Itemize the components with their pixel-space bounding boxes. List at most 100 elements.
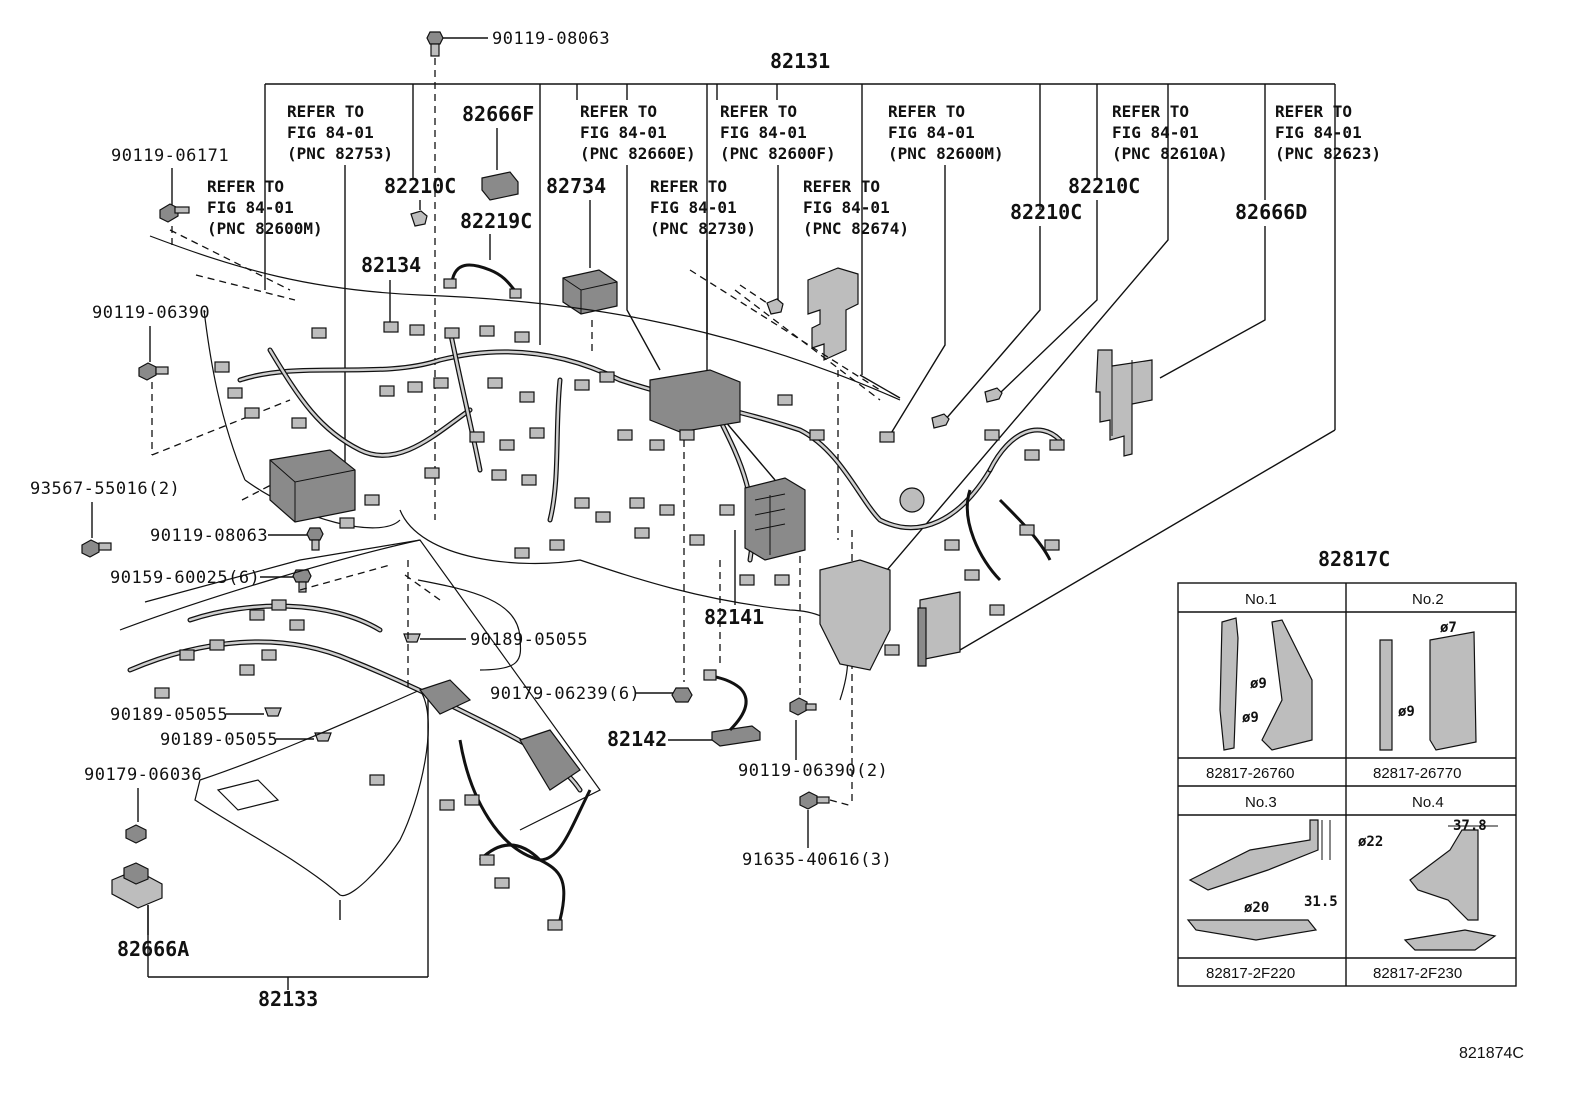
assembly-82131-bracket: 82131: [264, 49, 1336, 430]
part-82141: 82141: [704, 530, 764, 629]
svg-text:(PNC 82600M): (PNC 82600M): [888, 144, 1004, 163]
svg-text:REFER TO: REFER TO: [580, 102, 657, 121]
svg-text:ø22: ø22: [1358, 834, 1383, 850]
label-82133: 82133: [258, 987, 318, 1011]
label-82210C-right: 82210C: [1010, 200, 1082, 224]
main-harness: [237, 327, 1063, 582]
svg-text:(PNC 82610A): (PNC 82610A): [1112, 144, 1228, 163]
svg-text:31.5: 31.5: [1304, 894, 1338, 910]
svg-text:93567-55016(2): 93567-55016(2): [30, 479, 180, 499]
svg-text:90159-60025(6): 90159-60025(6): [110, 568, 260, 588]
part-82666A: 82666A: [111, 862, 189, 961]
part-82142: 82142: [607, 560, 761, 751]
svg-text:90189-05055: 90189-05055: [470, 630, 588, 650]
inset-part-no4: 82817-2F230: [1373, 965, 1462, 982]
svg-text:ø20: ø20: [1244, 900, 1269, 916]
fastener-90179-06239: 90179-06239(6): [490, 440, 693, 704]
refer-note-82674: REFER TO FIG 84-01 (PNC 82674): [803, 177, 909, 238]
svg-text:REFER TO: REFER TO: [207, 177, 284, 196]
part-82210C-upper: 82210C: [384, 174, 456, 227]
refer-note-82660E: REFER TO FIG 84-01 (PNC 82660E): [580, 102, 696, 371]
svg-text:91635-40616(3): 91635-40616(3): [742, 850, 892, 870]
svg-text:REFER TO: REFER TO: [803, 177, 880, 196]
svg-text:FIG 84-01: FIG 84-01: [720, 123, 807, 142]
svg-text:FIG 84-01: FIG 84-01: [580, 123, 667, 142]
part-82666F: 82666F: [462, 102, 534, 201]
floor-harness-82133: [127, 539, 601, 931]
inset-title: 82817C: [1318, 547, 1390, 571]
instrument-panel-outline: [119, 229, 901, 701]
refer-note-82730: REFER TO FIG 84-01 (PNC 82730): [650, 177, 776, 481]
svg-text:90119-06171: 90119-06171: [111, 146, 229, 166]
label-82134: 82134: [361, 253, 421, 277]
label-82210C-mid: 82210C: [1068, 174, 1140, 198]
inset-heading-no2: No.2: [1412, 591, 1444, 608]
fastener-93567-55016: 93567-55016(2): [30, 479, 180, 558]
svg-text:FIG 84-01: FIG 84-01: [1275, 123, 1362, 142]
fastener-91635-40616: 91635-40616(3): [742, 530, 892, 870]
part-82734: 82734: [546, 174, 618, 355]
svg-text:FIG 84-01: FIG 84-01: [803, 198, 890, 217]
svg-text:90189-05055: 90189-05055: [110, 705, 228, 725]
svg-text:90179-06036: 90179-06036: [84, 765, 202, 785]
svg-text:REFER TO: REFER TO: [720, 102, 797, 121]
part-82210C-mid: 82210C: [984, 174, 1140, 403]
refer-note-82600M-left: REFER TO FIG 84-01 (PNC 82600M): [207, 177, 323, 238]
inset-heading-no4: No.4: [1412, 794, 1444, 811]
svg-text:(PNC 82674): (PNC 82674): [803, 219, 909, 238]
svg-text:(PNC 82660E): (PNC 82660E): [580, 144, 696, 163]
diagram-code: 821874C: [1459, 1045, 1524, 1062]
svg-text:(PNC 82753): (PNC 82753): [287, 144, 393, 163]
svg-text:90119-06390: 90119-06390: [92, 303, 210, 323]
inset-heading-no1: No.1: [1245, 591, 1277, 608]
svg-text:FIG 84-01: FIG 84-01: [888, 123, 975, 142]
fastener-90119-06390-2: 90119-06390(2): [738, 520, 888, 781]
connector-cluster: [214, 321, 1065, 671]
inset-part-no3: 82817-2F220: [1206, 965, 1295, 982]
svg-text:FIG 84-01: FIG 84-01: [1112, 123, 1199, 142]
inset-part-no1: 82817-26760: [1206, 765, 1294, 782]
svg-text:37.8: 37.8: [1453, 818, 1487, 834]
svg-text:FIG 84-01: FIG 84-01: [287, 123, 374, 142]
label-82666F: 82666F: [462, 102, 534, 126]
svg-text:REFER TO: REFER TO: [1275, 102, 1352, 121]
part-82210C-right: 82210C: [931, 200, 1082, 429]
refer-note-82610A: REFER TO FIG 84-01 (PNC 82610A): [869, 102, 1228, 591]
svg-text:REFER TO: REFER TO: [888, 102, 965, 121]
svg-text:(PNC 82730): (PNC 82730): [650, 219, 756, 238]
svg-text:(PNC 82600F): (PNC 82600F): [720, 144, 836, 163]
inset-part-no2: 82817-26770: [1373, 765, 1461, 782]
svg-text:FIG 84-01: FIG 84-01: [207, 198, 294, 217]
label-82142: 82142: [607, 727, 667, 751]
fastener-90159-60025: 90159-60025(6): [110, 568, 312, 593]
label-82734: 82734: [546, 174, 606, 198]
svg-text:90119-06390(2): 90119-06390(2): [738, 761, 888, 781]
svg-text:REFER TO: REFER TO: [650, 177, 727, 196]
part-82134: 82134: [361, 253, 421, 322]
label-82131: 82131: [770, 49, 830, 73]
svg-text:ø9: ø9: [1250, 676, 1267, 692]
svg-text:REFER TO: REFER TO: [1112, 102, 1189, 121]
part-82674-bracket: [807, 267, 859, 540]
svg-text:90189-05055: 90189-05055: [160, 730, 278, 750]
fastener-90189-05055-center: 90189-05055: [403, 630, 588, 650]
inset-82817C: 82817C No.1 ø9 ø9 82817-26760 No.2 ø7 ø9…: [1177, 547, 1517, 987]
svg-text:ø7: ø7: [1440, 620, 1457, 636]
fastener-90119-06171: 90119-06171: [111, 146, 229, 245]
svg-text:REFER TO: REFER TO: [287, 102, 364, 121]
svg-text:ø9: ø9: [1398, 704, 1415, 720]
refer-note-82753: REFER TO FIG 84-01 (PNC 82753): [287, 102, 393, 490]
fastener-90189-05055-left-b: 90189-05055: [160, 730, 332, 750]
part-82219C: 82219C: [443, 209, 532, 299]
top-bolt-callout: 90119-08063: [426, 29, 610, 520]
svg-text:90179-06239(6): 90179-06239(6): [490, 684, 640, 704]
refer-note-82600M-right: REFER TO FIG 84-01 (PNC 82600M): [888, 102, 1004, 436]
svg-text:(PNC 82600M): (PNC 82600M): [207, 219, 323, 238]
svg-text:(PNC 82623): (PNC 82623): [1275, 144, 1381, 163]
svg-text:ø9: ø9: [1242, 710, 1259, 726]
inset-heading-no3: No.3: [1245, 794, 1277, 811]
refer-note-82623: REFER TO FIG 84-01 (PNC 82623): [959, 102, 1381, 651]
label-82666A: 82666A: [117, 937, 189, 961]
